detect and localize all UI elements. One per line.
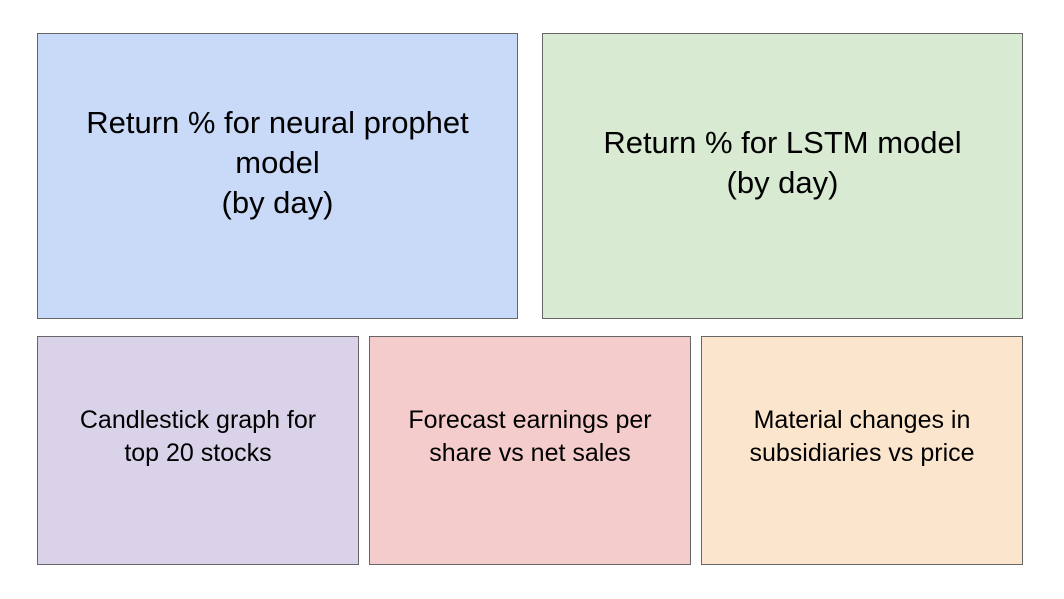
forecast-earnings-panel: Forecast earnings per share vs net sales bbox=[369, 336, 691, 565]
material-changes-label: Material changes in subsidiaries vs pric… bbox=[749, 405, 975, 467]
lstm-return-panel: Return % for LSTM model (by day) bbox=[542, 33, 1023, 319]
neural-prophet-return-label: Return % for neural prophet model (by da… bbox=[86, 105, 469, 220]
lstm-return-label: Return % for LSTM model (by day) bbox=[603, 125, 962, 200]
material-changes-panel: Material changes in subsidiaries vs pric… bbox=[701, 336, 1023, 565]
candlestick-graph-panel: Candlestick graph for top 20 stocks bbox=[37, 336, 359, 565]
neural-prophet-return-panel: Return % for neural prophet model (by da… bbox=[37, 33, 518, 319]
candlestick-graph-label: Candlestick graph for top 20 stocks bbox=[79, 405, 317, 467]
forecast-earnings-label: Forecast earnings per share vs net sales bbox=[408, 405, 652, 467]
